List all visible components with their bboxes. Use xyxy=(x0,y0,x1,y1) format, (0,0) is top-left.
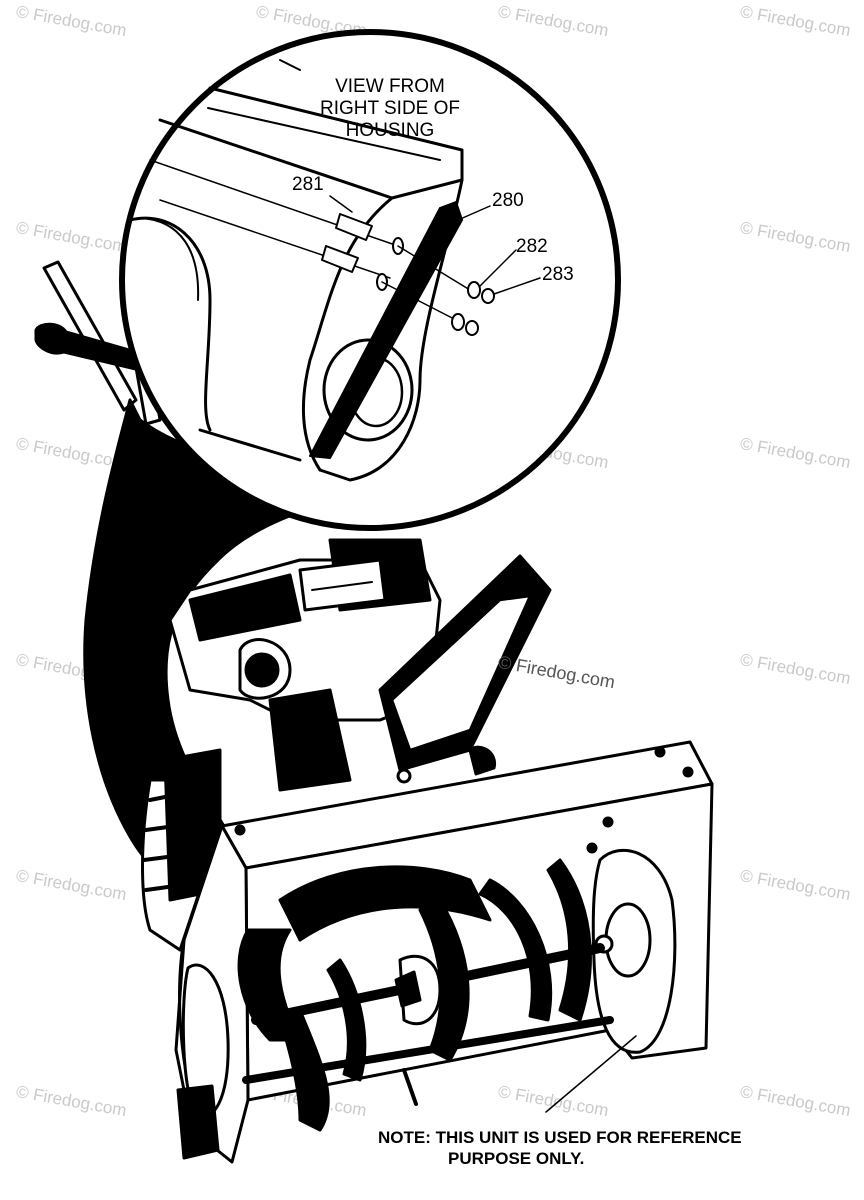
inset-title-line: HOUSING xyxy=(345,120,435,141)
callout-281: 281 xyxy=(292,174,324,195)
callout-280: 280 xyxy=(492,190,524,211)
discharge-chute xyxy=(378,554,552,784)
inset-title: VIEW FROM RIGHT SIDE OF HOUSING xyxy=(300,76,480,142)
engine xyxy=(168,538,442,792)
augers xyxy=(237,858,614,1132)
callout-282: 282 xyxy=(516,236,548,257)
side-plate-right xyxy=(591,849,677,1054)
callout-283: 283 xyxy=(542,264,574,285)
note-line: PURPOSE ONLY. xyxy=(448,1149,585,1168)
inset-view xyxy=(119,29,621,531)
note-line: NOTE: THIS UNIT IS USED FOR REFERENCE xyxy=(378,1128,742,1147)
inset-title-line: VIEW FROM xyxy=(335,76,445,97)
tire xyxy=(141,748,222,952)
side-plate-left xyxy=(176,963,230,1160)
reference-note: NOTE: THIS UNIT IS USED FOR REFERENCE PU… xyxy=(378,1127,742,1169)
inset-title-line: RIGHT SIDE OF xyxy=(319,98,461,119)
